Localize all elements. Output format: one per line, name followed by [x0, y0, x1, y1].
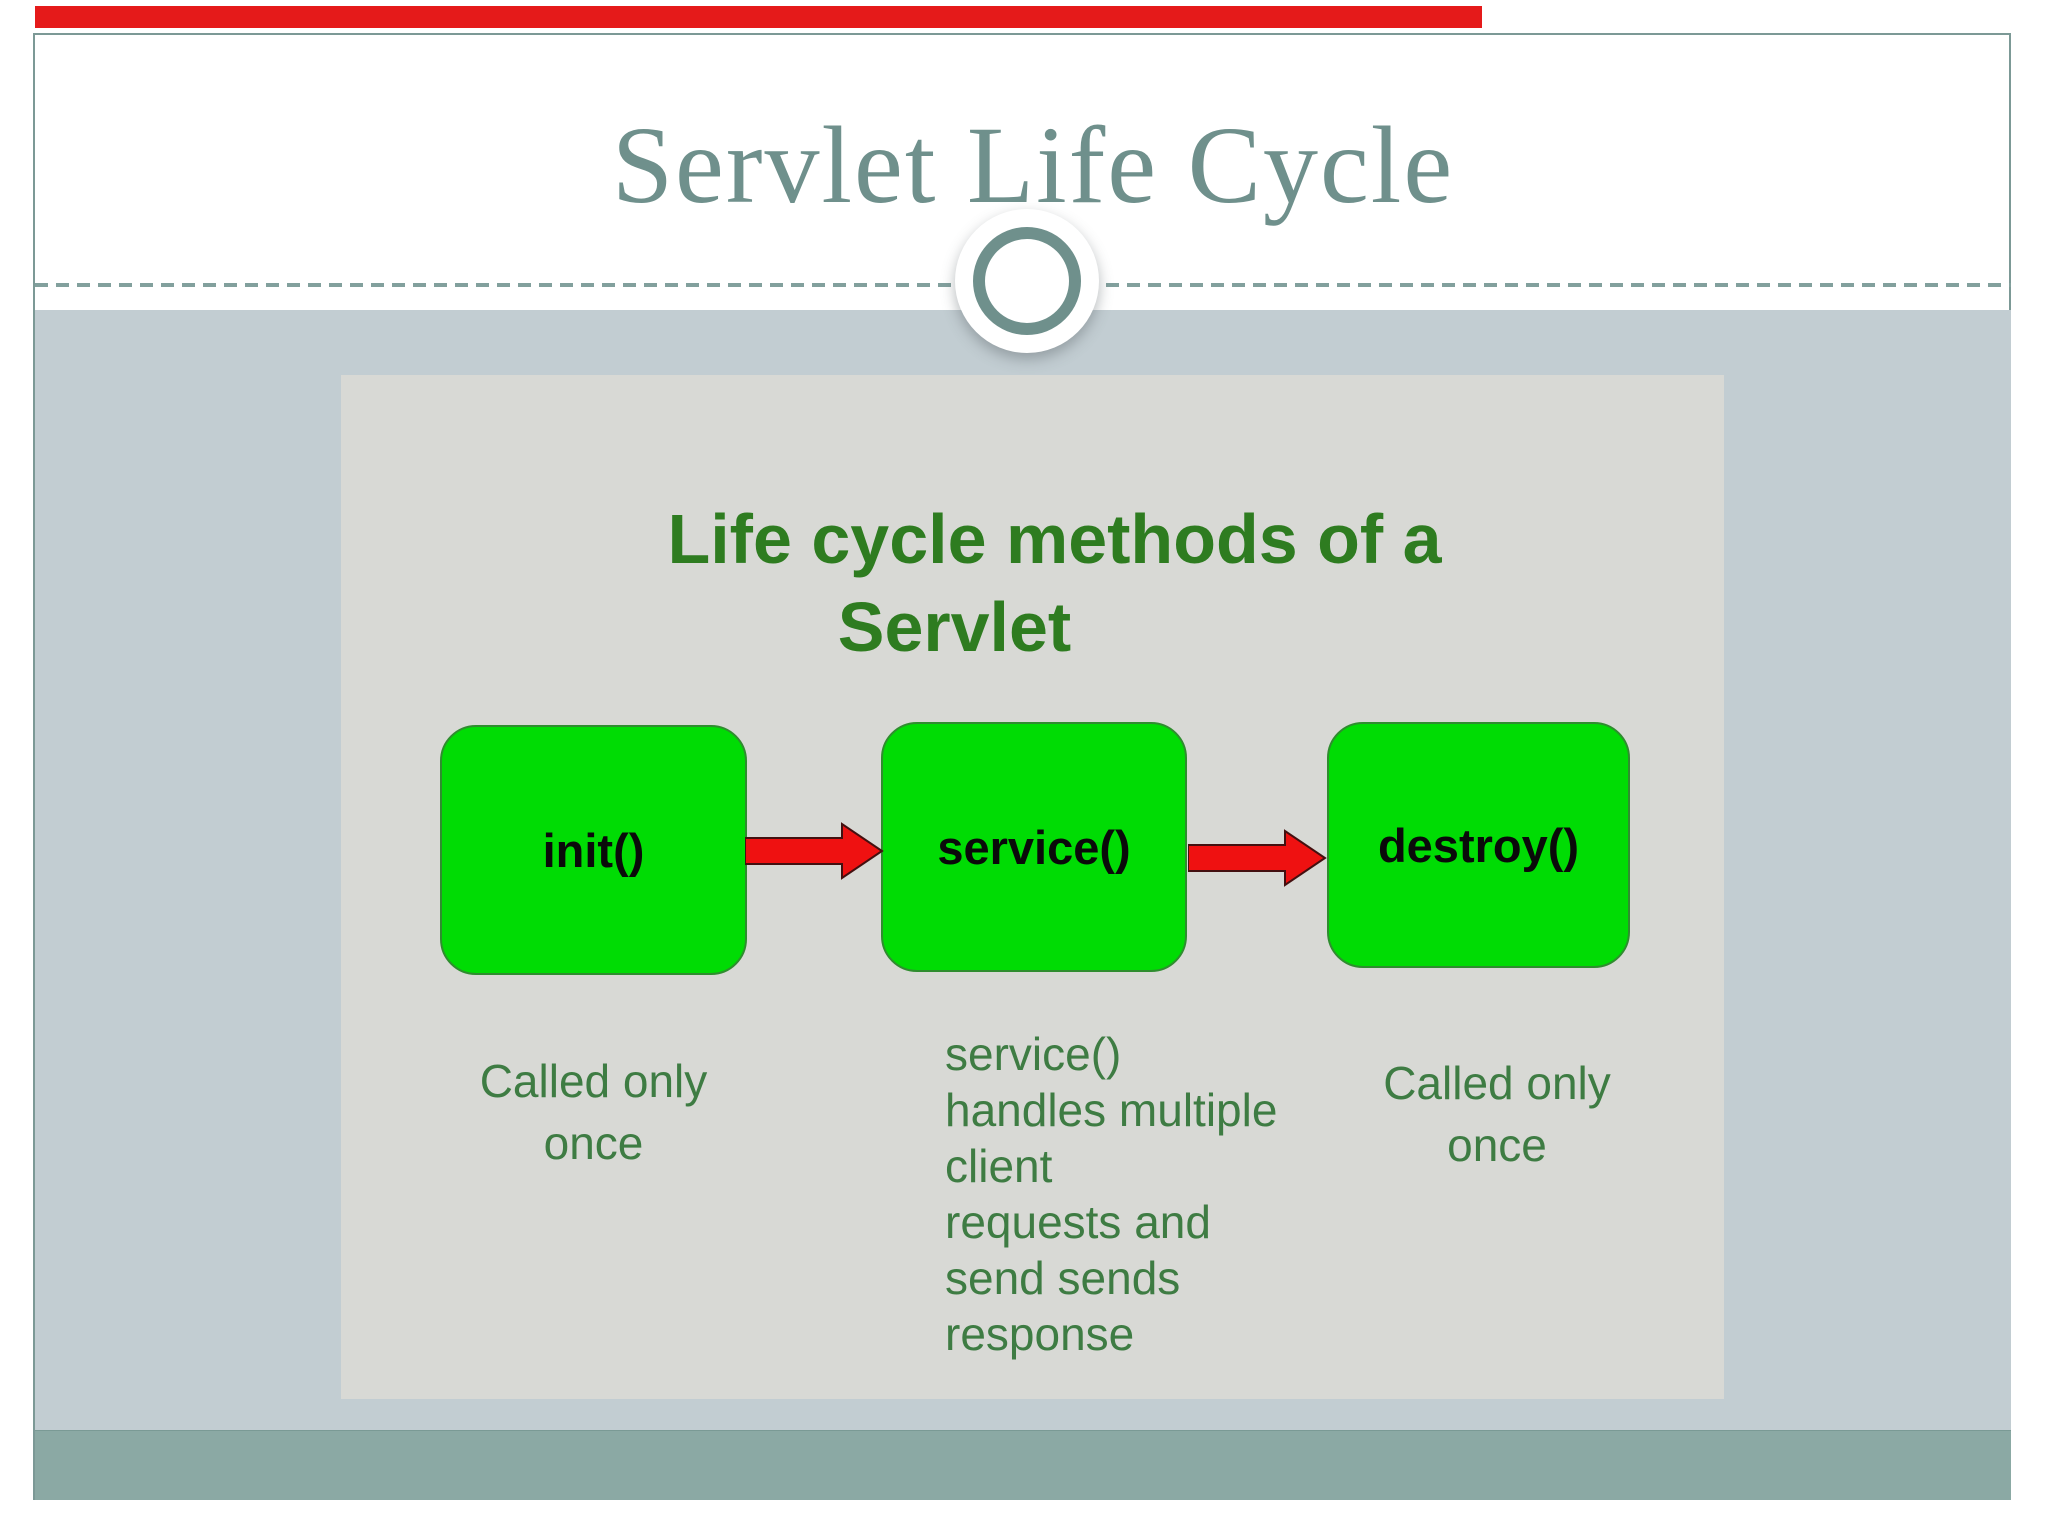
flow-arrow-init-to-service — [745, 822, 884, 880]
arrow-right-icon — [745, 822, 884, 880]
top-progress-bar[interactable] — [35, 6, 1482, 28]
caption-service: service() handles multiple client reques… — [945, 1028, 1278, 1360]
divider-ring-icon — [973, 227, 1081, 335]
diagram-heading-line1: Life cycle methods of a — [667, 500, 1442, 578]
footer-band — [35, 1430, 2011, 1500]
slide-title: Servlet Life Cycle — [611, 104, 1455, 226]
stage-box-service: service() — [881, 722, 1187, 972]
divider-circle-ornament — [955, 209, 1099, 353]
stage-label-destroy: destroy() — [1377, 818, 1580, 872]
diagram-heading-line2: Servlet — [837, 588, 1072, 666]
diagram-heading: Life cycle methods of a Servlet — [341, 495, 1724, 671]
arrow-right-icon — [1188, 829, 1327, 887]
caption-init: Called only once — [479, 1055, 708, 1169]
caption-destroy: Called only once — [1383, 1057, 1611, 1171]
stage-label-init: init() — [542, 823, 645, 877]
flow-arrow-service-to-destroy — [1188, 829, 1327, 887]
stage-label-service: service() — [937, 820, 1131, 874]
stage-box-destroy: destroy() — [1327, 722, 1630, 968]
stage-box-init: init() — [440, 725, 747, 975]
